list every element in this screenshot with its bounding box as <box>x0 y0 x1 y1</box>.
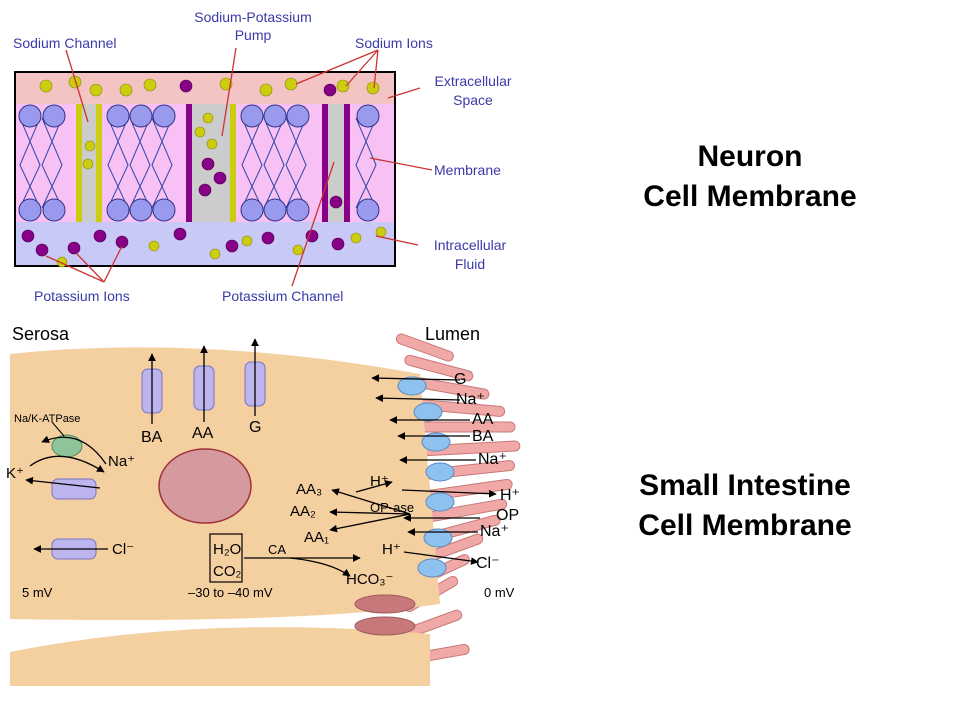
neuron-frame <box>14 71 396 267</box>
tight-junction-1 <box>354 594 416 614</box>
label-potassium-channel: Potassium Channel <box>222 288 343 304</box>
phospholipid-heads-top <box>18 104 380 128</box>
label-lumen-aa: AA <box>472 411 494 428</box>
arrow-na-out <box>41 435 107 465</box>
label-lumen-na1: Na⁺ <box>456 391 485 408</box>
label-mid-mv: –30 to –40 mV <box>188 585 273 600</box>
label-intracellular-line2: Fluid <box>455 256 485 272</box>
label-hco3: HCO₃⁻ <box>346 571 393 588</box>
label-cl-left: Cl⁻ <box>112 541 134 558</box>
label-aa3: AA₃ <box>296 481 322 498</box>
potassium-channel <box>322 104 350 222</box>
label-lumen-na3: Na⁺ <box>480 523 509 540</box>
intestine-title-line2: Cell Membrane <box>638 509 852 542</box>
arrow-k-recycle <box>25 476 101 489</box>
neuron-leader-lines <box>45 47 433 287</box>
label-lumen-h: H⁺ <box>500 487 520 504</box>
label-ba-top: BA <box>141 429 163 446</box>
label-h-plus-b: H⁺ <box>382 541 401 558</box>
label-lumen-ba: BA <box>472 428 494 445</box>
label-membrane: Membrane <box>434 162 501 178</box>
neuron-title-line1: Neuron <box>697 140 803 173</box>
label-na-k-atpase: Na/K-ATPase <box>14 413 80 425</box>
neuron-membrane-diagram: Sodium Channel Sodium-Potassium Pump Sod… <box>13 9 512 304</box>
label-lumen: Lumen <box>425 324 480 344</box>
potassium-ions <box>21 79 345 257</box>
label-lumen-cl: Cl⁻ <box>476 555 500 572</box>
label-h-plus-a: H⁺ <box>370 473 389 490</box>
label-extracellular-line1: Extracellular <box>434 73 511 89</box>
phospholipid-heads-bottom <box>18 198 380 222</box>
label-ca: CA <box>268 542 286 557</box>
sodium-ions <box>39 75 387 268</box>
label-co2: CO₂ <box>213 563 242 580</box>
arrow-hco3 <box>289 557 351 577</box>
label-extracellular-line2: Space <box>453 92 493 108</box>
label-aa2: AA₂ <box>290 503 316 520</box>
label-0mv: 0 mV <box>484 585 515 600</box>
label-potassium-ions: Potassium Ions <box>34 288 130 304</box>
intestine-membrane-diagram: Serosa Lumen Na/K-ATPase Na⁺ K⁺ Cl⁻ BA A… <box>6 324 521 686</box>
label-5mv: 5 mV <box>22 585 53 600</box>
label-na-left: Na⁺ <box>108 453 135 470</box>
label-aa-top: AA <box>192 425 214 442</box>
label-g-top: G <box>249 419 261 436</box>
label-serosa: Serosa <box>12 324 70 344</box>
apical-transporters <box>397 376 455 578</box>
label-lumen-g: G <box>454 371 466 388</box>
neuron-title: Neuron Cell Membrane <box>600 137 900 217</box>
label-sodium-ions: Sodium Ions <box>355 35 433 51</box>
intestine-title-line1: Small Intestine <box>639 469 851 502</box>
label-op-ase: OP-ase <box>370 500 414 515</box>
label-lumen-op: OP <box>496 507 519 524</box>
label-intracellular-line1: Intracellular <box>434 237 507 253</box>
op-ase-arrows <box>329 480 411 533</box>
h2o-co2-box <box>209 533 243 583</box>
label-pump-line2: Pump <box>235 27 272 43</box>
tight-junction-2 <box>354 616 416 636</box>
arrow-k-in <box>29 455 105 473</box>
lipid-tails <box>19 117 377 209</box>
nucleus <box>158 448 252 524</box>
adjacent-cell <box>10 627 430 686</box>
label-k-left: K⁺ <box>6 465 24 482</box>
label-lumen-na2: Na⁺ <box>478 451 507 468</box>
intestine-title: Small Intestine Cell Membrane <box>590 466 900 546</box>
label-aa1: AA₁ <box>304 529 329 546</box>
label-sodium-channel: Sodium Channel <box>13 35 117 51</box>
label-pump-line1: Sodium-Potassium <box>194 9 312 25</box>
neuron-title-line2: Cell Membrane <box>643 180 857 213</box>
label-h2o: H₂O <box>213 541 241 558</box>
apical-arrows <box>371 374 497 565</box>
